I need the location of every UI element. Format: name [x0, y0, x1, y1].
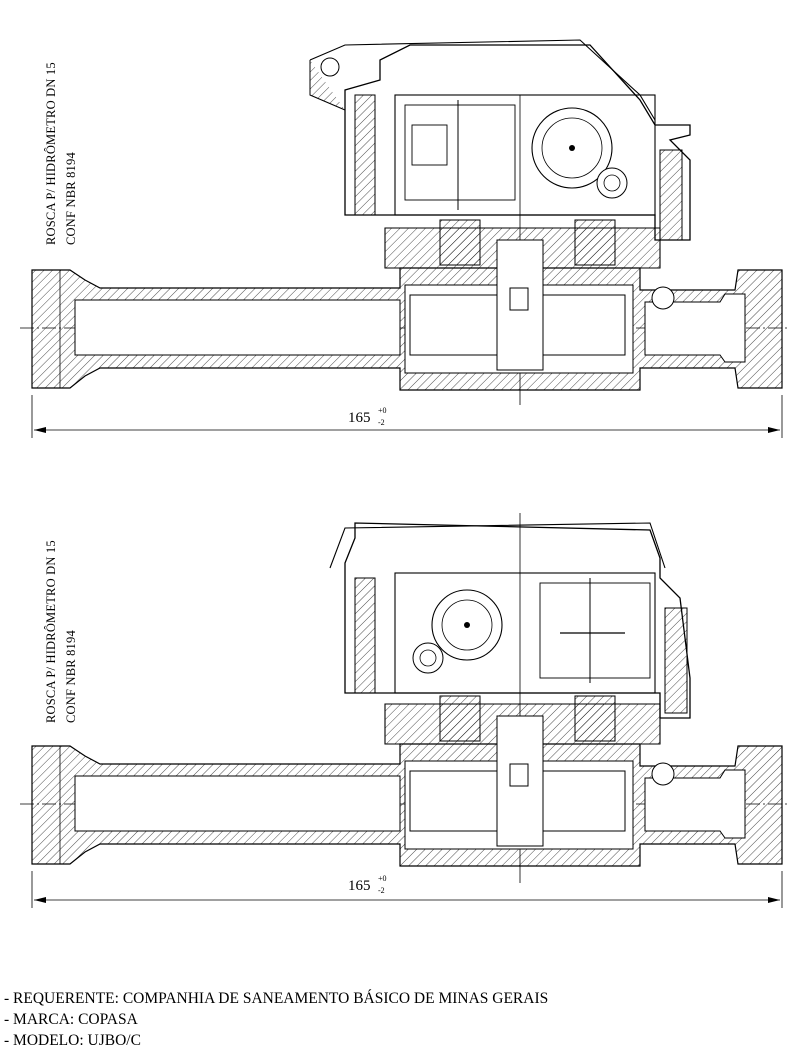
water-meter-section-bottom	[20, 513, 790, 908]
section-drawing-top: ROSCA P/ HIDRÔMETRO DN 15 CONF NBR 8194 …	[0, 0, 795, 450]
dimension-lower-tolerance: -2	[378, 418, 385, 427]
dimension-upper-tolerance: +0	[378, 406, 387, 415]
standard-spec-label: CONF NBR 8194	[64, 152, 78, 245]
standard-spec-label: CONF NBR 8194	[64, 630, 78, 723]
dimension-upper-tolerance: +0	[378, 874, 387, 883]
overall-length-dimension: 165 +0 -2	[348, 874, 387, 895]
thread-spec-label: ROSCA P/ HIDRÔMETRO DN 15	[44, 540, 58, 723]
overall-length-dimension: 165 +0 -2	[348, 406, 387, 427]
water-meter-section-top	[20, 39, 790, 438]
dimension-value: 165	[348, 878, 371, 894]
note-model: - MODELO: UJBO/C	[4, 1032, 141, 1049]
note-brand: - MARCA: COPASA	[4, 1011, 138, 1028]
note-requester: - REQUERENTE: COMPANHIA DE SANEAMENTO BÁ…	[4, 990, 549, 1007]
thread-spec-label: ROSCA P/ HIDRÔMETRO DN 15	[44, 62, 58, 245]
specification-notes: - REQUERENTE: COMPANHIA DE SANEAMENTO BÁ…	[4, 988, 548, 1051]
section-drawing-bottom: ROSCA P/ HIDRÔMETRO DN 15 CONF NBR 8194 …	[0, 468, 795, 918]
dimension-value: 165	[348, 410, 371, 426]
dimension-lower-tolerance: -2	[378, 886, 385, 895]
